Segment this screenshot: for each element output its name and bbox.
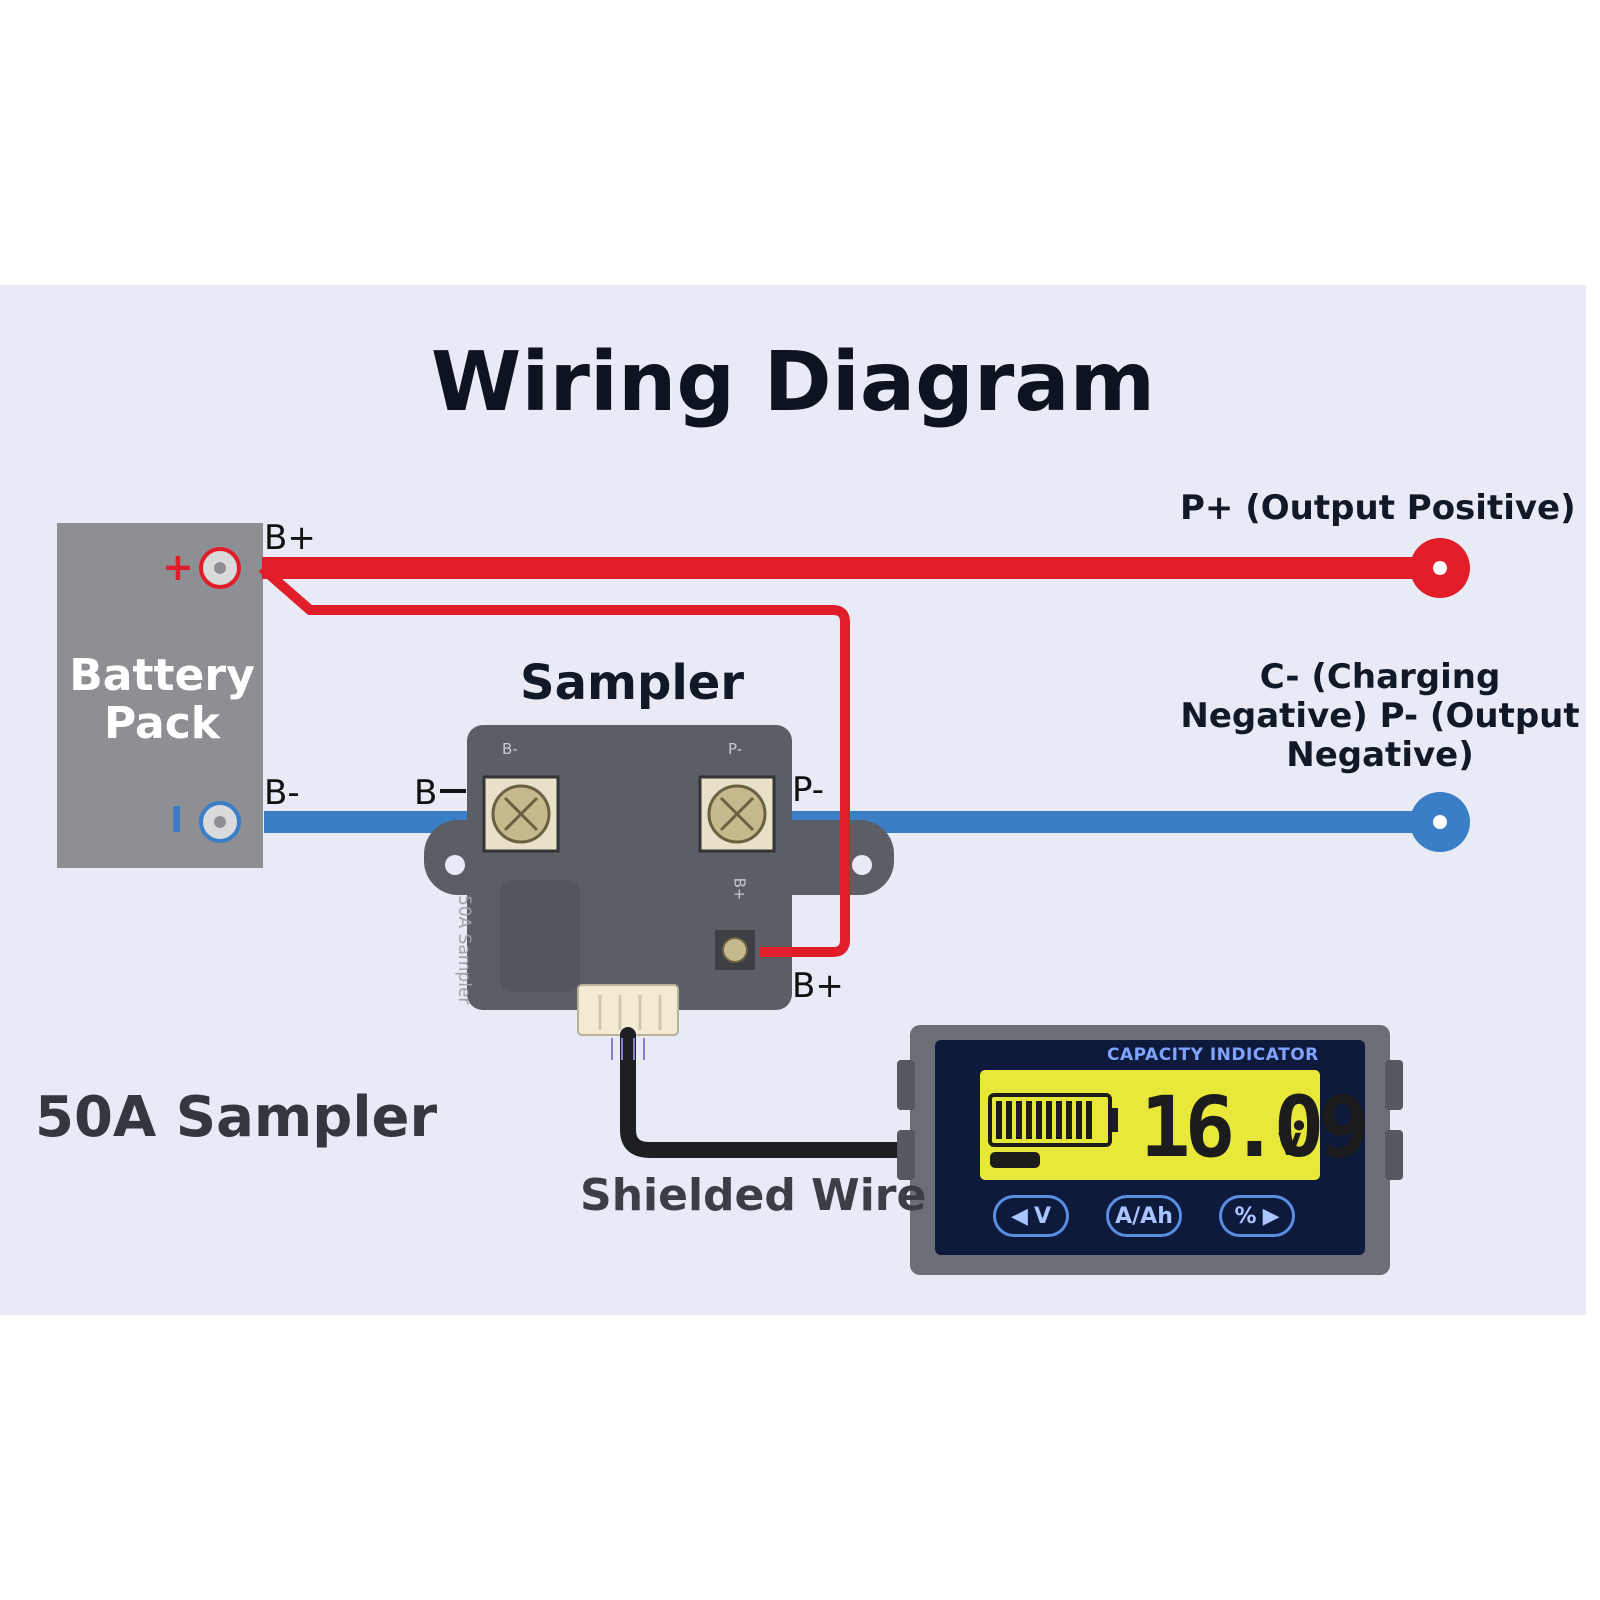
b-plus-screw	[722, 937, 748, 963]
sampler-silk-b-plus: B+	[730, 877, 749, 901]
shielded-wire	[620, 1027, 918, 1158]
lcd-charge-indicator-icon	[990, 1152, 1040, 1168]
sampler-silk-b-minus: B-	[502, 740, 518, 758]
b-minus-bolt-cross	[503, 796, 539, 832]
lcd-unit: V	[1278, 1128, 1302, 1163]
c-minus-label: C- (Charging Negative) P- (Output Negati…	[1180, 657, 1580, 775]
sampler-model-caption: 50A Sampler	[35, 1085, 438, 1150]
battery-pack-label: Battery Pack	[69, 650, 255, 749]
display-title: CAPACITY INDICATOR	[1107, 1045, 1319, 1065]
battery-b-minus-label: B-	[264, 773, 300, 813]
sampler-title: Sampler	[520, 655, 745, 711]
amp-hour-button[interactable]: A/Ah	[1106, 1195, 1182, 1237]
sampler-b-plus-wire	[258, 564, 850, 957]
sampler-label-plate	[500, 880, 580, 992]
volt-button[interactable]: ◀ V	[993, 1195, 1069, 1237]
battery-minus-symbol: I	[170, 800, 184, 841]
page-title: Wiring Diagram	[430, 335, 1156, 430]
battery-b-plus-label: B+	[264, 518, 316, 558]
percent-button-label: %	[1234, 1203, 1257, 1229]
mount-hole-right	[852, 855, 872, 875]
lcd-reading: 16.09	[1140, 1078, 1369, 1176]
p-minus-bolt-cross	[719, 796, 755, 832]
percent-button[interactable]: % ▶	[1219, 1195, 1295, 1237]
sampler-b-plus-label: B+	[792, 966, 844, 1006]
shielded-wire-caption: Shielded Wire	[580, 1170, 927, 1221]
p-plus-terminal-hole	[1433, 561, 1447, 575]
amp-hour-button-label: A/Ah	[1115, 1203, 1173, 1229]
volt-button-label: V	[1033, 1203, 1051, 1229]
battery-plus-symbol: +	[162, 545, 194, 589]
b-minus-dash	[440, 789, 466, 793]
p-plus-label: P+ (Output Positive)	[1180, 488, 1576, 528]
wire-strands	[611, 1038, 645, 1060]
sampler-silk-p-minus: P-	[728, 740, 743, 758]
mount-hole-left	[445, 855, 465, 875]
sampler-p-minus-label: P-	[792, 770, 825, 810]
c-minus-terminal-hole	[1433, 815, 1447, 829]
lcd-panel	[980, 1070, 1320, 1180]
sampler-silk-model: 50A Sampler	[454, 895, 474, 1005]
lcd-battery-bars	[996, 1101, 1092, 1139]
sampler-b-minus-label: B	[414, 773, 438, 813]
battery-positive-terminal-center	[214, 562, 226, 574]
right-arrow-icon: ▶	[1262, 1203, 1280, 1229]
left-arrow-icon: ◀	[1011, 1203, 1028, 1229]
battery-negative-terminal-center	[214, 816, 226, 828]
